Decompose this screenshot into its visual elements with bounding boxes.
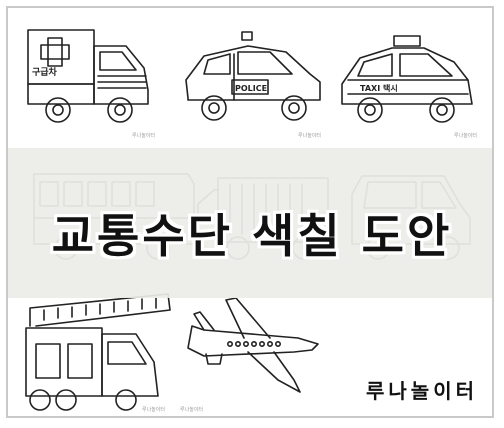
brand-name: 루나놀이터 — [366, 379, 478, 403]
page-title: 교통수단 색칠 도안 — [51, 209, 453, 263]
fire-truck-drawing — [25, 293, 171, 411]
watermark: 루나놀이터 — [454, 133, 478, 139]
ambulance-label: 구급차 — [32, 66, 58, 78]
coloring-sheet-preview: 구급차 POLICE TAXI 택시 루나놀이터 루나놀이터 루나놀이터 루나놀… — [6, 6, 494, 418]
airplane-drawing — [187, 297, 319, 393]
ambulance-drawing — [27, 29, 149, 123]
watermark: 루나놀이터 — [298, 133, 322, 139]
police-label: POLICE — [235, 84, 267, 93]
title-banner — [8, 148, 492, 298]
taxi-drawing — [341, 35, 473, 123]
watermark: 루나놀이터 — [142, 407, 166, 413]
police-car-drawing — [185, 31, 321, 121]
watermark: 루나놀이터 — [132, 133, 156, 139]
watermark: 루나놀이터 — [180, 407, 204, 413]
taxi-label: TAXI 택시 — [360, 83, 398, 93]
